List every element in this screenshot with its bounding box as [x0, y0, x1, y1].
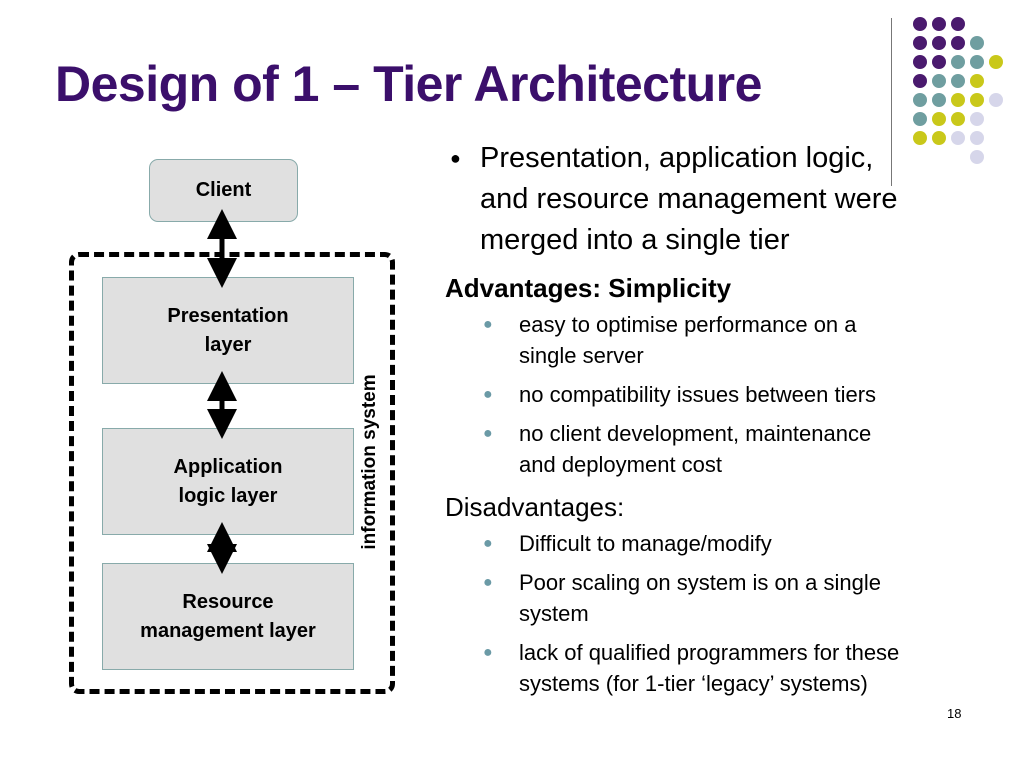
client-label: Client: [195, 179, 252, 201]
advantage-1-line1: easy to optimise performance on a: [519, 312, 857, 337]
advantages-heading: Advantages: Simplicity: [445, 273, 732, 303]
disadvantage-item: ● Poor scaling on system is on a single …: [445, 567, 1005, 629]
disadvantage-1-line1: Difficult to manage/modify: [519, 531, 772, 556]
disadvantage-3-line1: lack of qualified programmers for these: [519, 640, 900, 665]
advantage-3-line2: and deployment cost: [519, 452, 723, 477]
bullet-icon: ●: [483, 574, 493, 591]
advantage-item: ● easy to optimise performance on a sing…: [445, 309, 1005, 371]
bullet-icon: ●: [483, 425, 493, 442]
disadvantage-item: ● lack of qualified programmers for thes…: [445, 637, 1005, 699]
content-column: ● Presentation, application logic, and r…: [445, 138, 1005, 699]
disadvantage-item: ● Difficult to manage/modify: [445, 528, 1005, 559]
decorative-dot-grid: [905, 10, 1015, 170]
slide-title: Design of 1 – Tier Architecture: [55, 56, 762, 112]
bullet-icon: ●: [483, 386, 493, 403]
disadvantage-3-line2: systems (for 1-tier ‘legacy’ systems): [519, 671, 868, 696]
resource-management-layer-box: Resource management layer: [102, 563, 354, 670]
advantage-item: ● no client development, maintenance and…: [445, 418, 1005, 480]
bullet-icon: ●: [483, 644, 493, 661]
advantage-2-line1: no compatibility issues between tiers: [519, 382, 877, 407]
advantage-1-line2: single server: [519, 343, 644, 368]
advantage-item: ● no compatibility issues between tiers: [445, 379, 1005, 410]
resource-label-line2: management layer: [140, 619, 316, 642]
page-number: 18: [947, 706, 962, 721]
main-bullet-line2: and resource management were: [480, 183, 898, 215]
presentation-label-line1: Presentation: [167, 304, 289, 327]
bullet-icon: ●: [450, 148, 461, 168]
main-bullet-line3: merged into a single tier: [480, 224, 790, 256]
bullet-icon: ●: [483, 535, 493, 552]
information-system-label: information system: [359, 374, 380, 550]
disadvantage-2-line1: Poor scaling on system is on a single: [519, 570, 881, 595]
bullet-icon: ●: [483, 316, 493, 333]
application-label-line1: Application: [173, 455, 283, 478]
disadvantages-heading: Disadvantages:: [445, 492, 625, 522]
application-logic-layer-box: Application logic layer: [102, 428, 354, 535]
presentation-layer-box: Presentation layer: [102, 277, 354, 384]
resource-label-line1: Resource: [182, 590, 274, 613]
main-bullet: ● Presentation, application logic, and r…: [445, 138, 1005, 261]
application-label-line2: logic layer: [178, 484, 278, 507]
disadvantage-2-line2: system: [519, 601, 589, 626]
presentation-label-line2: layer: [204, 333, 252, 356]
main-bullet-line1: Presentation, application logic,: [480, 142, 874, 174]
decorative-divider-line: [891, 18, 892, 186]
advantage-3-line1: no client development, maintenance: [519, 421, 872, 446]
